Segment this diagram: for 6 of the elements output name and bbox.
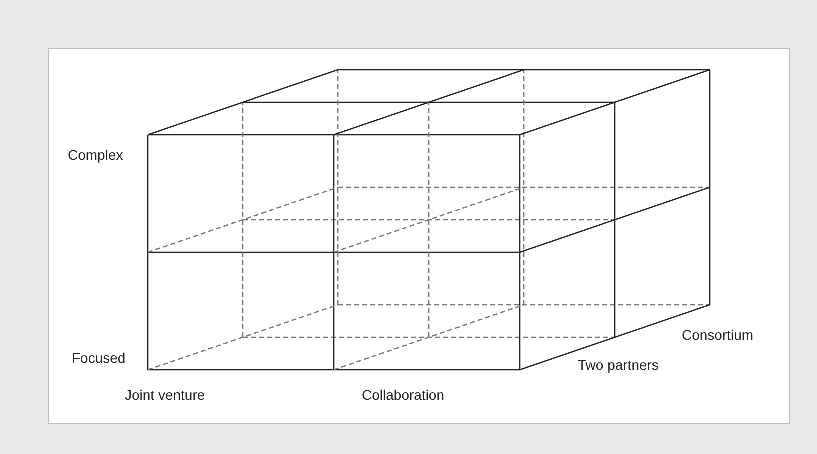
axis-label: Complex bbox=[68, 147, 124, 163]
axis-label: Joint venture bbox=[125, 387, 206, 403]
axis-label: Focused bbox=[72, 350, 126, 366]
axis-label: Consortium bbox=[682, 327, 754, 343]
axis-label: Collaboration bbox=[362, 387, 444, 403]
axis-label: Two partners bbox=[578, 357, 659, 373]
